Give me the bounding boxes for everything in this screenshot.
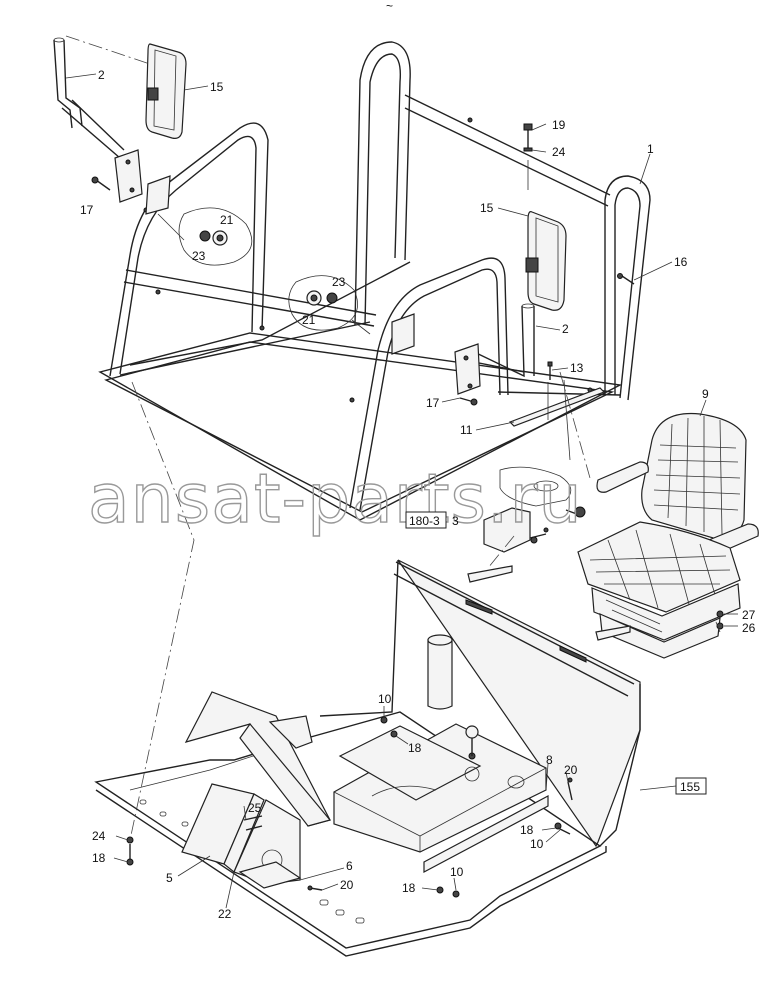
callout-label: 13 xyxy=(570,361,584,375)
reference-box-155: 155 xyxy=(675,777,707,795)
callout-label: 18 xyxy=(92,851,106,865)
callout-label: 21 xyxy=(220,213,234,227)
callout-label: 16 xyxy=(674,255,688,269)
callout-label: 10 xyxy=(378,692,392,706)
top-mark: ~ xyxy=(386,0,393,13)
callout-label: 19 xyxy=(552,118,566,132)
callout-label: 3 xyxy=(452,514,459,528)
operator-seat xyxy=(577,412,759,659)
left-mirror-assembly xyxy=(53,37,187,215)
callout-label: 21 xyxy=(302,313,316,327)
small-hardware-top xyxy=(508,123,635,461)
callout-label: 22 xyxy=(218,907,232,921)
callout-label: 24 xyxy=(552,145,566,159)
door-latch xyxy=(483,466,586,553)
callout-label: 5 xyxy=(166,871,173,885)
callout-labels: 2 15 17 21 23 19 24 1 15 16 23 21 2 13 1… xyxy=(80,68,756,921)
callout-label: 17 xyxy=(426,396,440,410)
callout-label: 1 xyxy=(647,142,654,156)
callout-label: 2 xyxy=(562,322,569,336)
callout-label: 15 xyxy=(480,201,494,215)
callout-label: 9 xyxy=(702,387,709,401)
callout-label: 27 xyxy=(742,608,756,622)
right-mirror-assembly xyxy=(391,211,567,406)
callout-label: 23 xyxy=(332,275,346,289)
ref-label: 180-3 xyxy=(409,514,440,528)
center-lines xyxy=(65,35,591,841)
callout-label: 25 xyxy=(248,801,262,815)
watermark: ansat-parts.ru xyxy=(88,460,583,539)
callout-label: 8 xyxy=(546,753,553,767)
callout-label: 11 xyxy=(460,423,473,437)
callout-label: 20 xyxy=(340,878,354,892)
callout-label: 10 xyxy=(530,837,544,851)
callout-label: 2 xyxy=(98,68,105,82)
callout-label: 15 xyxy=(210,80,224,94)
callout-label: 18 xyxy=(408,741,422,755)
callout-label: 17 xyxy=(80,203,94,217)
reference-box-180: 180-3 xyxy=(405,511,447,529)
callout-label: 10 xyxy=(450,865,464,879)
callout-label: 18 xyxy=(520,823,534,837)
callout-label: 26 xyxy=(742,621,756,635)
callout-label: 20 xyxy=(564,763,578,777)
floor-platform xyxy=(94,559,641,957)
nut-detail-left xyxy=(157,207,253,266)
callout-label: 6 xyxy=(346,859,353,873)
callout-label: 24 xyxy=(92,829,106,843)
callout-label: 23 xyxy=(192,249,206,263)
ref-label: 155 xyxy=(680,780,700,794)
callout-label: 18 xyxy=(402,881,416,895)
nut-detail-right xyxy=(288,275,371,335)
leader-lines xyxy=(65,73,738,909)
